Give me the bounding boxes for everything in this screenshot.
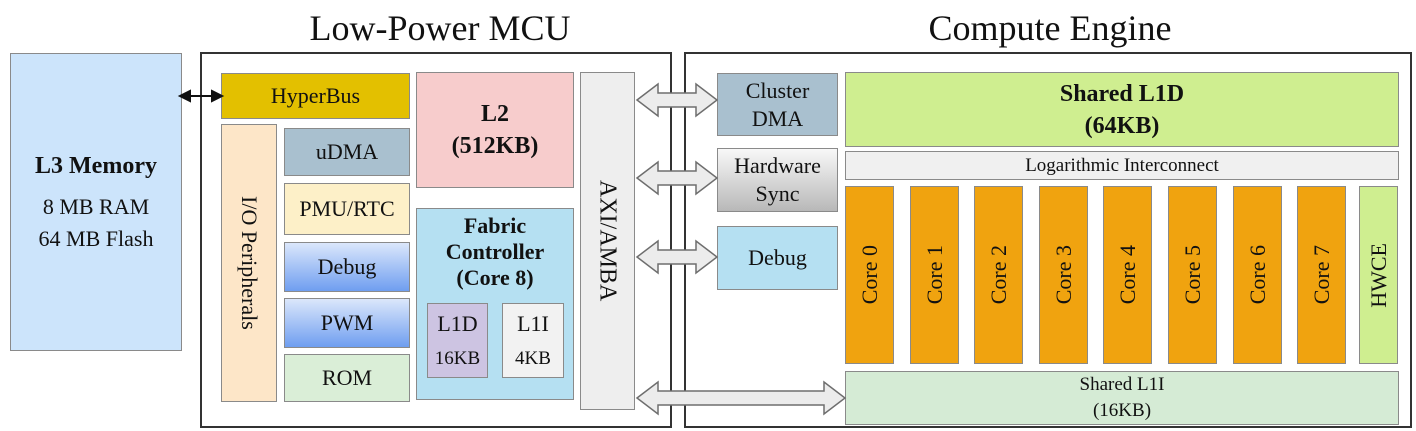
core-5-block: Core 5	[1168, 186, 1217, 364]
mcu-frame	[200, 52, 672, 428]
fc-l1d-label: L1D	[437, 310, 478, 336]
bus-debug-arrow	[635, 239, 719, 275]
shared-l1i-label: Shared L1I	[1079, 374, 1165, 395]
fc-l1i-label: L1I	[517, 310, 549, 336]
hardware-sync-line1: Hardware	[734, 153, 821, 178]
io-peripherals-label: I/O Peripherals	[237, 196, 262, 330]
logarithmic-interconnect-block: Logarithmic Interconnect	[845, 151, 1399, 180]
hwce-block: HWCE	[1359, 186, 1398, 364]
l3-memory-title: L3 Memory	[35, 153, 157, 179]
udma-block: uDMA	[284, 128, 410, 176]
shared-l1d-label: Shared L1D	[1059, 80, 1185, 107]
core-1-block: Core 1	[910, 186, 959, 364]
pwm-block: PWM	[284, 298, 410, 348]
l3-ram-label: 8 MB RAM	[42, 194, 150, 219]
shared-l1i-size: (16KB)	[1092, 400, 1152, 421]
core-7-block: Core 7	[1297, 186, 1346, 364]
fabric-controller-line1: Fabric	[463, 213, 527, 238]
rom-block: ROM	[284, 354, 410, 402]
l2-memory-block: L2 (512KB)	[416, 72, 574, 188]
core-3-block: Core 3	[1039, 186, 1088, 364]
core-2-block: Core 2	[974, 186, 1023, 364]
core-6-block: Core 6	[1233, 186, 1282, 364]
fc-l1i-size: 4KB	[515, 347, 551, 369]
axi-amba-bus: AXI/AMBA	[580, 72, 635, 410]
cluster-dma-line2: DMA	[751, 105, 804, 131]
l3-memory-block: L3 Memory 8 MB RAM 64 MB Flash	[10, 53, 182, 351]
hyperbus-block: HyperBus	[221, 73, 410, 119]
hardware-sync-block: Hardware Sync	[717, 148, 838, 212]
l2-label: L2	[480, 101, 509, 127]
fc-l1i-block: L1I 4KB	[502, 303, 564, 378]
io-peripherals-block: I/O Peripherals	[221, 124, 277, 402]
pmu-rtc-block: PMU/RTC	[284, 183, 410, 235]
bus-shared-l1i-arrow	[635, 380, 847, 416]
fc-l1d-block: L1D 16KB	[427, 303, 488, 378]
core-4-block: Core 4	[1103, 186, 1152, 364]
cluster-dma-line1: Cluster	[745, 77, 810, 103]
fabric-controller-core: (Core 8)	[456, 265, 534, 290]
cluster-dma-block: Cluster DMA	[717, 73, 838, 136]
mcu-debug-block: Debug	[284, 242, 410, 292]
mcu-title: Low-Power MCU	[309, 8, 571, 48]
compute-engine-title: Compute Engine	[928, 8, 1172, 48]
bus-hardware-sync-arrow	[635, 160, 719, 196]
shared-l1d-size: (64KB)	[1084, 112, 1160, 139]
compute-engine-frame	[684, 52, 1412, 428]
l2-size-label: (512KB)	[451, 133, 539, 159]
core-0-block: Core 0	[845, 186, 894, 364]
cluster-debug-block: Debug	[717, 226, 838, 290]
fabric-controller-line2: Controller	[445, 239, 545, 264]
fc-l1d-size: 16KB	[434, 347, 481, 369]
bus-cluster-dma-arrow	[635, 82, 719, 118]
l3-flash-label: 64 MB Flash	[38, 226, 154, 251]
hardware-sync-line2: Sync	[755, 181, 800, 206]
hyperbus-l3-arrow	[177, 89, 225, 103]
axi-amba-label: AXI/AMBA	[594, 180, 621, 302]
shared-l1i-block: Shared L1I (16KB)	[845, 371, 1399, 425]
shared-l1d-block: Shared L1D (64KB)	[845, 72, 1399, 147]
